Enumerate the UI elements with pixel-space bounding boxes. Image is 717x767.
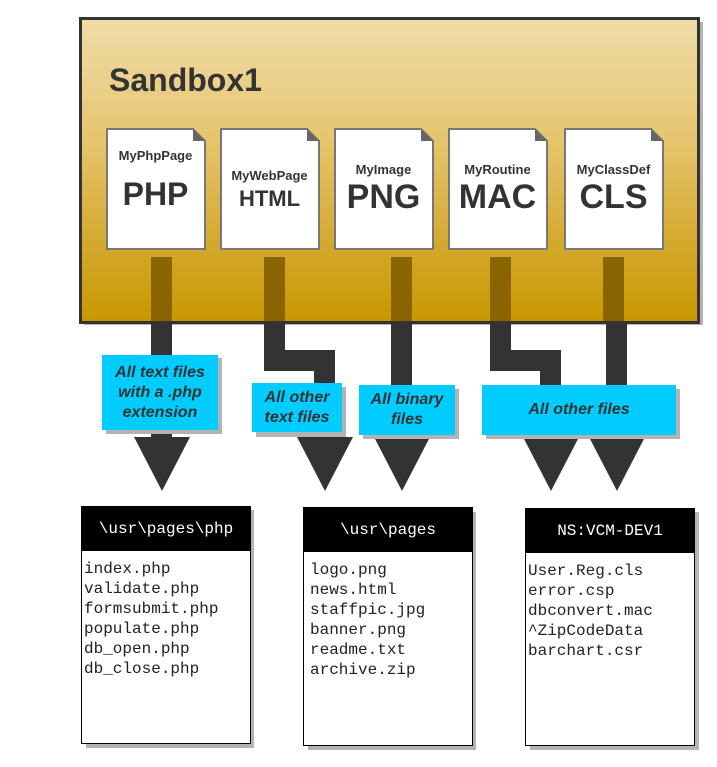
file-item: index.php (84, 560, 171, 578)
document-name: MyImage (355, 162, 412, 177)
document-png[interactable]: MyImage PNG (334, 128, 434, 250)
file-item: db_close.php (84, 660, 200, 678)
file-item: validate.php (84, 580, 200, 598)
connector-stub (391, 257, 412, 321)
label-line: All text files (115, 363, 205, 381)
file-item: news.html (310, 581, 397, 599)
label-other-text: All other text files (252, 383, 342, 432)
document-type: MAC (458, 178, 537, 216)
target-file-list: index.php validate.php formsubmit.php po… (84, 559, 218, 679)
file-item: barchart.csr (528, 642, 644, 660)
connector-stub (603, 257, 624, 321)
document-name: MyWebPage (231, 168, 308, 183)
arrow-down-icon (297, 437, 353, 491)
document-icon (564, 128, 664, 250)
label-line: All other files (528, 401, 630, 418)
file-item: ^ZipCodeData (528, 622, 644, 640)
target-usr-pages-php: \usr\pages\php index.php validate.php fo… (81, 506, 251, 744)
file-item: error.csp (528, 582, 615, 600)
arrow-down-icon (523, 437, 579, 491)
target-header: \usr\pages\php (82, 507, 250, 551)
document-name: MyClassDef (576, 162, 651, 177)
target-header: \usr\pages (304, 508, 472, 552)
document-cls[interactable]: MyClassDef CLS (564, 128, 664, 250)
document-name: MyRoutine (464, 162, 531, 177)
target-header: NS:VCM-DEV1 (526, 509, 694, 553)
label-line: with a .php (118, 383, 202, 401)
target-namespace: NS:VCM-DEV1 User.Reg.cls error.csp dbcon… (525, 508, 695, 746)
label-line: All other (264, 388, 330, 406)
document-icon (334, 128, 434, 250)
file-item: db_open.php (84, 640, 190, 658)
label-binary: All binary files (359, 385, 455, 435)
arrow-down-icon (589, 437, 645, 491)
document-php[interactable]: MyPhpPage PHP (106, 128, 206, 250)
file-item: logo.png (310, 561, 387, 579)
label-line: extension (122, 403, 198, 421)
document-type: PNG (346, 178, 421, 216)
document-type: PHP (122, 176, 189, 212)
document-type: HTML (238, 186, 301, 211)
connector-stub (151, 257, 172, 321)
file-item: User.Reg.cls (528, 562, 644, 580)
label-other-files: All other files (482, 385, 676, 435)
file-item: formsubmit.php (84, 600, 219, 618)
connector-stub (264, 257, 285, 321)
target-usr-pages: \usr\pages logo.png news.html staffpic.j… (303, 507, 473, 746)
document-name: MyPhpPage (118, 148, 193, 163)
file-item: dbconvert.mac (528, 602, 653, 620)
label-line: text files (264, 408, 330, 426)
arrow-down-icon (134, 437, 190, 491)
file-item: readme.txt (310, 641, 407, 659)
file-item: banner.png (310, 621, 407, 639)
document-icon (106, 128, 206, 250)
file-item: archive.zip (310, 661, 416, 679)
document-icon (448, 128, 548, 250)
label-php-files: All text files with a .php extension (102, 355, 218, 430)
document-type: CLS (579, 178, 648, 216)
document-html[interactable]: MyWebPage HTML (220, 128, 320, 250)
document-mac[interactable]: MyRoutine MAC (448, 128, 548, 250)
target-file-list: logo.png news.html staffpic.jpg banner.p… (310, 560, 425, 680)
arrow-down-icon (374, 437, 430, 491)
target-file-list: User.Reg.cls error.csp dbconvert.mac ^Zi… (528, 561, 653, 661)
document-icon (220, 128, 320, 250)
file-item: populate.php (84, 620, 200, 638)
sandbox-title: Sandbox1 (109, 62, 262, 98)
label-line: All binary (370, 391, 444, 408)
file-item: staffpic.jpg (310, 601, 426, 619)
connector-stub (490, 257, 511, 321)
label-line: files (390, 411, 423, 428)
